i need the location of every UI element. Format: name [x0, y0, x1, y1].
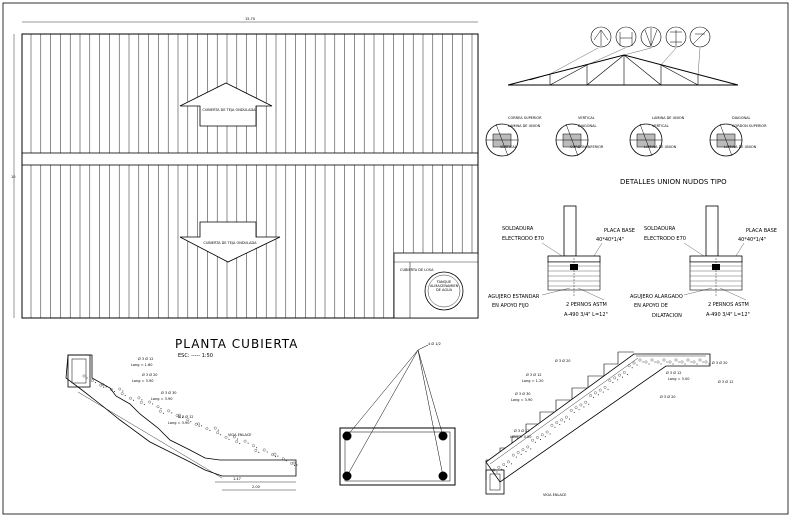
stair-right-rebar-8: Ø 3 Ø 12 — [666, 370, 682, 375]
support-1: SOLDADURA ELECTRODO E70 PLACA BASE 40*40*1/… — [488, 205, 635, 318]
overall-dimension-text: 15.70 — [245, 17, 255, 21]
stair-right-rebar-labels: Ø 3 Ø 20 Ø 3 Ø 12 Long = 1.20 Ø 3 Ø 30 Long … — [510, 358, 734, 439]
stair-left: 1.47 2.00 Ø 3 Ø 12 Long = 1.60 Ø 3 Ø 20 Lon… — [65, 354, 298, 491]
stair-left-dim-a: 1.47 — [233, 477, 241, 481]
stair-left-concrete — [82, 374, 298, 466]
support-1-plate-dim: 40*40*1/4" — [596, 237, 624, 243]
node-detail-3: LAMINA DE UNION VERTICAL LAMINA DE UNION — [629, 116, 685, 157]
slope-label-bottom: CUBIERTA DE TEJA ONDULADA — [203, 241, 257, 245]
node-3-label-3: LAMINA DE UNION — [644, 145, 677, 149]
stair-right-rebar-10: Ø 3 Ø 20 — [660, 394, 676, 399]
roof-plan: 15.70 10 CUBIERTA DE TEJA ONDULADA CUBIE… — [11, 17, 479, 359]
support-2-bolts: 2 PERNOS ASTM — [708, 302, 749, 308]
node-2-label-1: VERTICAL — [578, 116, 595, 120]
stair-right-rebar-4: Ø 3 Ø 30 — [515, 391, 531, 396]
support-1-electrode: ELECTRODO E70 — [502, 236, 544, 242]
stair-left-rebar-7: Ø 3 Ø 12 — [178, 414, 194, 419]
stair-right-rebar-9: Long = 3.00 — [668, 377, 689, 381]
node-4-label-1: DIAGONAL — [732, 116, 751, 120]
stair-right-rebar-6: Ø 3 Ø 12 — [514, 428, 530, 433]
support-1-support: EN APOYO FIJO — [492, 303, 529, 309]
stair-left-rebar-1: Ø 3 Ø 12 — [138, 356, 154, 361]
slope-arrow-bottom: CUBIERTA DE TEJA ONDULADA — [179, 221, 281, 263]
stair-left-rebar-5: Ø 3 Ø 30 — [161, 390, 177, 395]
ridge-band — [21, 152, 479, 166]
support-1-bolt-spec: A-490 3/4" L=12" — [564, 312, 608, 318]
node-details-heading: DETALLES UNION NUDOS TIPO — [620, 178, 727, 186]
stair-left-dim-b: 2.00 — [252, 485, 260, 489]
node-1-label-1: CORREA SUPERIOR — [508, 116, 542, 120]
truss-elevation — [507, 26, 739, 86]
stair-right-rebar-top: Ø 3 Ø 20 — [712, 360, 728, 365]
stair-left-rebar-8: Long = 3.90 — [168, 421, 189, 425]
water-tank — [424, 271, 464, 311]
support-2-weld: SOLDADURA — [644, 226, 676, 232]
node-3-label-2: VERTICAL — [652, 124, 669, 128]
support-2: SOLDADURA ELECTRODO E70 PLACA BASE 40*40*1/… — [630, 205, 777, 319]
node-4-label-3: LAMINA DE UNION — [724, 145, 757, 149]
stair-left-rebar-2: Long = 1.60 — [131, 363, 152, 367]
tank-label: TANQUE ALMACENAMIENTO DE AGUA — [430, 280, 458, 292]
support-2-electrode: ELECTRODO E70 — [644, 236, 686, 242]
support-2-hole: AGUJERO ALARGADO — [630, 294, 683, 300]
plan-title: PLANTA CUBIERTA — [175, 337, 298, 351]
stair-left-rebar-4: Long = 3.90 — [132, 379, 153, 383]
node-1-label-2: LAMINA DE UNION — [508, 124, 541, 128]
support-2-bolt-spec: A-490 3/4" L=12" — [706, 312, 750, 318]
stair-right: Ø 3 Ø 20 Ø 3 Ø 12 Long = 1.20 Ø 3 Ø 30 Long … — [485, 351, 734, 497]
stair-right-rebar-3: Long = 1.20 — [522, 379, 543, 383]
node-detail-1: CORREA SUPERIOR LAMINA DE UNION VERTICAL — [485, 116, 542, 157]
node-3-label-1: LAMINA DE UNION — [652, 116, 685, 120]
support-1-hole: AGUJERO ESTANDAR — [488, 294, 540, 300]
beam-section: 4 Ø 1/2 — [339, 341, 456, 486]
slope-arrow-top: CUBIERTA DE TEJA ONDULADA — [179, 82, 273, 127]
stair-right-rebar-11: Ø 3 Ø 12 — [718, 379, 734, 384]
stair-right-bottom-beam — [485, 469, 505, 495]
plan-scale: ESC: ----- 1:50 — [178, 353, 213, 359]
support-2-plate: PLACA BASE — [746, 228, 777, 234]
stair-left-top-beam — [67, 354, 91, 388]
stair-right-rebar-7: Long = 4.00 — [510, 435, 531, 439]
side-dimension-text: 10 — [11, 175, 15, 179]
node-2-label-3: CORDON INFERIOR — [570, 145, 604, 149]
stair-left-rebar-3: Ø 3 Ø 20 — [142, 372, 158, 377]
support-details: SOLDADURA ELECTRODO E70 PLACA BASE 40*40*1/… — [488, 205, 777, 319]
section-rebar-label: 4 Ø 1/2 — [428, 341, 441, 346]
node-1-label-3: VERTICAL — [500, 145, 517, 149]
stair-right-rebar-2: Ø 3 Ø 12 — [526, 372, 542, 377]
support-1-bolts: 2 PERNOS ASTM — [566, 302, 607, 308]
gutter-label: CUBIERTA DE LOSA — [400, 268, 434, 272]
roof-outline — [21, 33, 479, 319]
roof-sheet-lines — [30, 34, 473, 318]
node-2-label-2: DIAGONAL — [578, 124, 597, 128]
stair-left-rebar-6: Long = 3.90 — [151, 397, 172, 401]
support-2-plate-dim: 40*40*1/4" — [738, 237, 766, 243]
stair-right-beam-label: VIGA ENLACE — [543, 493, 567, 497]
node-detail-2: VERTICAL DIAGONAL CORDON INFERIOR — [555, 116, 604, 157]
stair-right-rebar-5: Long = 3.90 — [511, 398, 532, 402]
stair-left-beam-label: VIGA ENLACE — [228, 433, 252, 437]
node-detail-4: DIAGONAL CORDON SUPERIOR LAMINA DE UNION — [709, 116, 767, 157]
support-1-weld: SOLDADURA — [502, 226, 534, 232]
stair-right-concrete — [492, 358, 710, 473]
slope-label-top: CUBIERTA DE TEJA ONDULADA — [202, 108, 256, 112]
tank-area: CUBIERTA DE LOSA TANQUE ALMACENAMIENTO D… — [393, 252, 479, 319]
support-1-plate: PLACA BASE — [604, 228, 635, 234]
stair-right-rebar-1: Ø 3 Ø 20 — [555, 358, 571, 363]
support-2-support2: DILATACION — [652, 313, 682, 319]
stair-left-rebar-labels: Ø 3 Ø 12 Long = 1.60 Ø 3 Ø 20 Long = 3.90 Ø … — [131, 356, 194, 425]
node-4-label-2: CORDON SUPERIOR — [732, 124, 767, 128]
support-2-support: EN APOYO DE — [634, 303, 668, 309]
